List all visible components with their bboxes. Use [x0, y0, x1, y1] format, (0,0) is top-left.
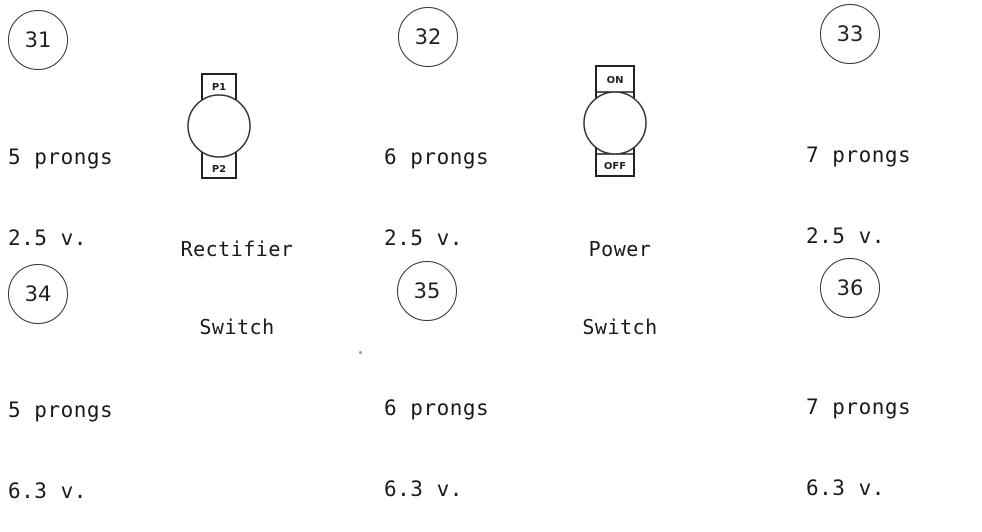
voltage-label: 2.5 v. [384, 226, 463, 250]
socket-34-spec: 5 prongs 6.3 v. [8, 343, 113, 532]
voltage-label: 2.5 v. [8, 226, 87, 250]
caption-line: Switch [199, 315, 275, 339]
prongs-label: 5 prongs [8, 145, 114, 169]
power-bottom-label: OFF [604, 161, 626, 172]
prongs-label: 7 prongs [806, 395, 912, 419]
socket-number-circle: 33 [820, 4, 880, 64]
power-switch-caption: Power Switch [545, 184, 695, 366]
voltage-label: 6.3 v. [806, 476, 885, 500]
socket-33-spec: 7 prongs 2.5 v. [806, 88, 911, 277]
prongs-label: 7 prongs [806, 143, 912, 167]
socket-number-circle: 35 [397, 261, 457, 321]
socket-36-spec: 7 prongs 6.3 v. [806, 340, 911, 529]
power-switch-icon: ON OFF [583, 65, 647, 177]
prongs-label: 6 prongs [384, 145, 490, 169]
rectifier-top-label: P1 [212, 82, 226, 93]
socket-32: 32 [398, 7, 460, 69]
caption-line: Switch [582, 315, 658, 339]
socket-31-spec: 5 prongs 2.5 v. [8, 90, 113, 279]
prongs-label: 6 prongs [384, 396, 490, 420]
socket-35: 35 [397, 261, 459, 323]
socket-number-circle: 36 [820, 258, 880, 318]
socket-number-circle: 34 [8, 264, 68, 324]
voltage-label: 6.3 v. [384, 477, 463, 501]
rectifier-switch-icon: P1 P2 [187, 73, 251, 179]
rectifier-switch-caption: Rectifier Switch [162, 184, 312, 366]
rectifier-bottom-label: P2 [212, 164, 226, 175]
socket-number-circle: 31 [8, 10, 68, 70]
rectifier-switch[interactable]: P1 P2 [182, 72, 262, 182]
caption-line: Power [588, 237, 652, 261]
socket-35-spec: 6 prongs 6.3 v. [384, 341, 489, 530]
speck-mark [359, 351, 362, 354]
power-switch[interactable]: ON OFF [575, 64, 655, 180]
socket-31: 31 [8, 10, 70, 72]
socket-number-circle: 32 [398, 7, 458, 67]
caption-line: Rectifier [180, 237, 294, 261]
socket-32-spec: 6 prongs 2.5 v. [384, 90, 489, 279]
socket-33: 33 [820, 4, 882, 66]
socket-34: 34 [8, 264, 70, 326]
voltage-label: 2.5 v. [806, 224, 885, 248]
voltage-label: 6.3 v. [8, 479, 87, 503]
socket-36: 36 [820, 258, 882, 320]
power-top-label: ON [607, 75, 624, 86]
prongs-label: 5 prongs [8, 398, 114, 422]
